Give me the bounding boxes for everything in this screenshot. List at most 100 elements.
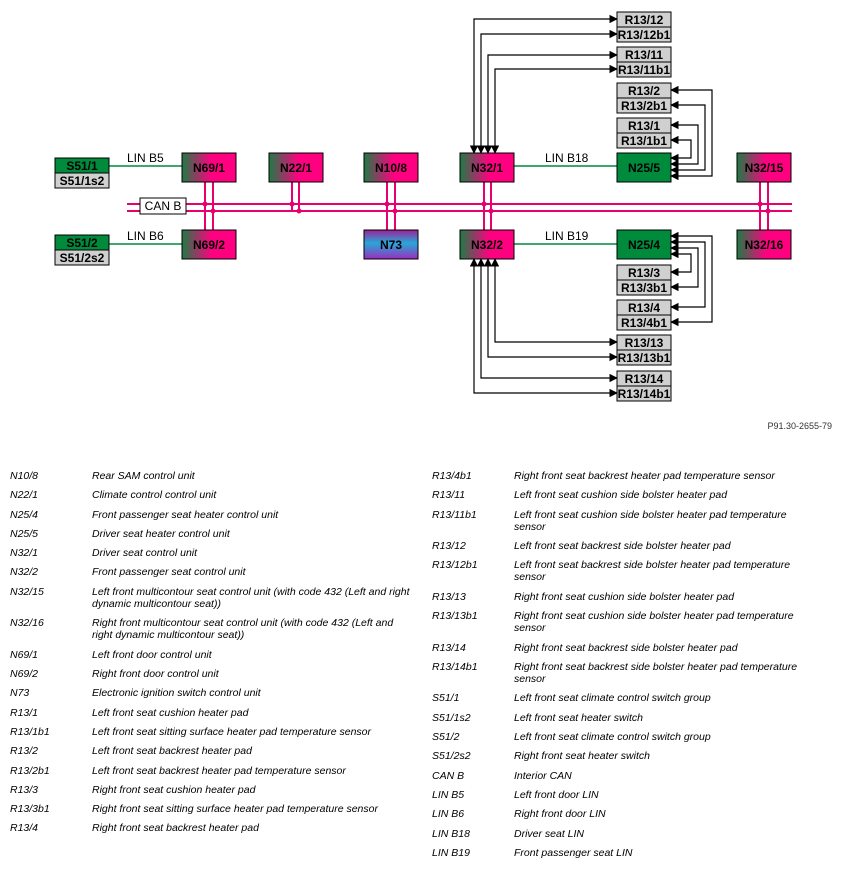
diagram-reference: P91.30-2655-79 — [767, 421, 832, 431]
svg-text:R13/2b1: R13/2b1 — [621, 99, 667, 113]
legend-code: LIN B5 — [432, 788, 465, 801]
legend-description: Left front seat climate control switch g… — [514, 692, 711, 705]
lin-b6-label: LIN B6 — [127, 229, 164, 243]
legend-row: S51/1 Left front seat climate control swi… — [432, 692, 832, 711]
pad-r13-1[interactable]: R13/1 R13/1b1 — [616, 117, 672, 149]
control-unit-n10-8[interactable]: N10/8 — [363, 152, 419, 183]
svg-text:R13/11: R13/11 — [625, 48, 663, 62]
legend-code: N25/5 — [10, 527, 39, 540]
svg-text:N73: N73 — [380, 238, 402, 252]
pad-r13-12[interactable]: R13/12 R13/12b1 — [616, 11, 672, 43]
legend-description: Right front seat cushion side bolster he… — [514, 590, 735, 603]
svg-text:N32/2: N32/2 — [471, 238, 503, 252]
legend-code: N32/16 — [10, 617, 44, 630]
legend-code: R13/4 — [10, 822, 39, 835]
legend-description: Front passenger seat heater control unit — [92, 508, 279, 521]
control-unit-n32-16[interactable]: N32/16 — [736, 229, 792, 260]
legend-description: Left front seat heater switch — [514, 711, 643, 724]
svg-text:R13/3b1: R13/3b1 — [621, 281, 667, 295]
control-unit-n69-2[interactable]: N69/2 — [181, 229, 237, 260]
can-bus — [127, 203, 792, 212]
svg-text:R13/1b1: R13/1b1 — [621, 134, 667, 148]
svg-text:R13/3: R13/3 — [628, 266, 660, 280]
svg-text:R13/2: R13/2 — [628, 84, 660, 98]
control-unit-n32-1[interactable]: N32/1 — [459, 152, 515, 183]
legend-row: R13/13 Right front seat cushion side bols… — [432, 591, 832, 610]
legend-code: R13/13b1 — [432, 610, 478, 623]
pad-r13-3[interactable]: R13/3 R13/3b1 — [616, 264, 672, 296]
pad-r13-13[interactable]: R13/13 R13/13b1 — [616, 334, 672, 366]
control-unit-n25-4[interactable]: N25/4 — [616, 229, 672, 260]
svg-text:R13/14b1: R13/14b1 — [618, 387, 671, 401]
switch-group-s51-1[interactable]: S51/1 S51/1s2 — [54, 157, 110, 189]
control-unit-n32-2[interactable]: N32/2 — [459, 229, 515, 260]
control-unit-n22-1[interactable]: N22/1 — [268, 152, 324, 183]
legend-description: Right front seat sitting surface heater … — [92, 803, 378, 816]
svg-text:R13/12b1: R13/12b1 — [618, 28, 671, 42]
legend-code: R13/1 — [10, 706, 39, 719]
svg-text:R13/11b1: R13/11b1 — [618, 63, 670, 77]
legend-code: R13/4b1 — [432, 470, 472, 482]
legend-row: R13/3b1 Right front seat sitting surface … — [10, 803, 420, 822]
svg-text:R13/13: R13/13 — [625, 336, 664, 350]
legend-description: Right front door LIN — [514, 808, 606, 821]
legend-code: N22/1 — [10, 489, 39, 502]
legend-code: R13/12 — [432, 540, 466, 553]
legend-code: CAN B — [432, 769, 465, 782]
legend-code: R13/13 — [432, 590, 466, 603]
lin-b18-label: LIN B18 — [545, 151, 589, 165]
legend-description: Left front seat backrest side bolster he… — [514, 559, 791, 584]
legend-row: N22/1 Climate control control unit — [10, 489, 420, 508]
legend-description: Left front seat backrest heater pad — [92, 745, 252, 758]
legend-description: Left front seat cushion side bolster hea… — [514, 489, 728, 502]
svg-text:R13/4b1: R13/4b1 — [621, 316, 667, 330]
switch-group-s51-2[interactable]: S51/2 S51/2s2 — [54, 234, 110, 266]
pad-r13-2[interactable]: R13/2 R13/2b1 — [616, 82, 672, 114]
legend-code: S51/1s2 — [432, 711, 471, 724]
legend-code: N32/15 — [10, 585, 44, 598]
legend-code: R13/3b1 — [10, 803, 50, 816]
legend-description: Front passenger seat LIN — [514, 846, 633, 859]
legend-row: CAN B Interior CAN — [432, 770, 832, 789]
svg-text:N69/1: N69/1 — [193, 161, 225, 175]
lin-lines — [109, 165, 617, 245]
legend-description: Right front seat backrest heater pad tem… — [514, 470, 775, 482]
legend-code: S51/2 — [432, 731, 460, 744]
control-unit-n73[interactable]: N73 — [363, 229, 419, 260]
legend-code: R13/3 — [10, 783, 39, 796]
pad-r13-4[interactable]: R13/4 R13/4b1 — [616, 299, 672, 331]
control-unit-n69-1[interactable]: N69/1 — [181, 152, 237, 183]
pad-r13-11[interactable]: R13/11 R13/11b1 — [616, 46, 672, 78]
pad-r13-14[interactable]: R13/14 R13/14b1 — [616, 370, 672, 402]
legend-description: Climate control control unit — [92, 489, 217, 502]
legend-code: N73 — [10, 687, 30, 700]
svg-text:S51/2: S51/2 — [66, 236, 98, 250]
svg-text:R13/1: R13/1 — [628, 119, 660, 133]
legend-code: R13/2 — [10, 745, 39, 758]
legend-description: Right front door control unit — [92, 668, 219, 681]
legend-description: Right front seat backrest side bolster h… — [514, 660, 798, 685]
legend-description: Interior CAN — [514, 769, 572, 782]
control-unit-n25-5[interactable]: N25/5 — [616, 152, 672, 183]
can-label: CAN B — [145, 199, 182, 213]
svg-text:S51/2s2: S51/2s2 — [60, 251, 105, 265]
control-unit-n32-15[interactable]: N32/15 — [736, 152, 792, 183]
legend-code: S51/1 — [432, 692, 460, 705]
legend-right-column: R13/4b1 Right front seat backrest heater … — [432, 470, 832, 866]
legend-row: R13/4b1 Right front seat backrest heater … — [432, 470, 832, 489]
legend-code: N69/1 — [10, 648, 39, 661]
svg-text:N32/1: N32/1 — [471, 161, 503, 175]
legend-code: R13/11 — [432, 489, 466, 502]
